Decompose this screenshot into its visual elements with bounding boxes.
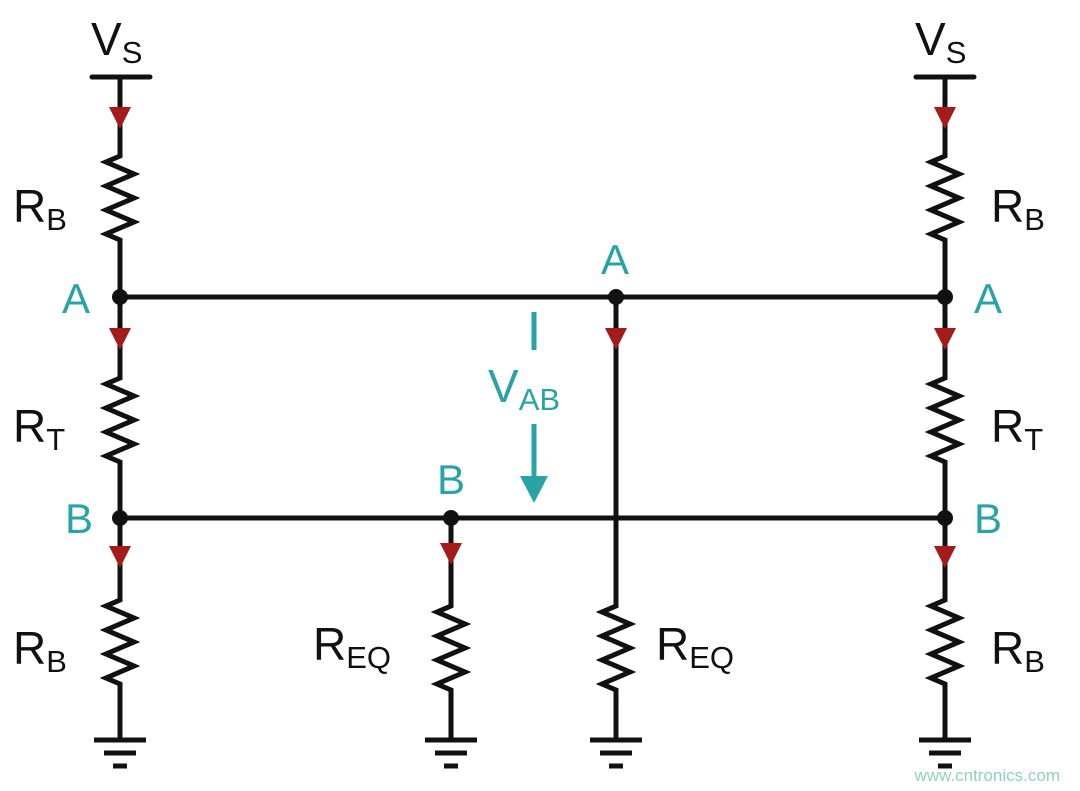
ground-mid-right-icon	[590, 740, 642, 766]
current-arrow-icon	[109, 328, 131, 350]
junction-dot	[937, 510, 953, 526]
rb-left-bottom-label: RB	[13, 622, 67, 679]
left-branch	[89, 74, 153, 766]
watermark: www.cntronics.com	[914, 766, 1060, 785]
req-b-branch	[425, 515, 477, 766]
rb-right-top-resistor	[931, 148, 959, 248]
rt-right-resistor	[931, 370, 959, 470]
rb-right-bottom-label: RB	[991, 622, 1045, 679]
vab-indicator	[520, 312, 548, 503]
node-a-mid-label: A	[601, 236, 629, 283]
rb-left-top-label: RB	[13, 180, 67, 237]
node-a-right-label: A	[974, 275, 1002, 322]
rb-right-top-label: RB	[991, 180, 1045, 237]
junction-dot	[608, 289, 624, 305]
junction-dot	[937, 289, 953, 305]
node-b-mid-label: B	[437, 456, 465, 503]
current-arrow-icon	[109, 107, 131, 129]
ground-left-icon	[94, 740, 146, 766]
rb-right-bottom-resistor	[931, 592, 959, 692]
vs-right-label: VS	[915, 13, 966, 70]
vab-arrow-head-icon	[520, 476, 548, 503]
req-left-resistor	[437, 598, 465, 698]
req-right-resistor	[602, 598, 630, 698]
rt-left-resistor	[106, 370, 134, 470]
rb-left-top-resistor	[106, 148, 134, 248]
req-left-label: REQ	[313, 618, 391, 675]
req-a-branch	[590, 294, 642, 766]
node-a-left-label: A	[62, 275, 90, 322]
node-b-right-label: B	[974, 495, 1002, 542]
current-arrow-icon	[934, 107, 956, 129]
junction-dot	[443, 510, 459, 526]
current-arrow-icon	[934, 328, 956, 350]
current-arrow-icon	[440, 543, 462, 565]
rt-left-label: RT	[13, 400, 65, 457]
ground-mid-left-icon	[425, 740, 477, 766]
current-arrow-icon	[934, 546, 956, 568]
rt-right-label: RT	[991, 400, 1043, 457]
vs-left-label: VS	[91, 13, 142, 70]
junction-dot	[112, 510, 128, 526]
current-arrow-icon	[109, 546, 131, 568]
current-arrow-icon	[605, 328, 627, 350]
ground-right-icon	[919, 740, 971, 766]
req-right-label: REQ	[656, 618, 734, 675]
rb-left-bottom-resistor	[106, 592, 134, 692]
node-b-left-label: B	[65, 495, 93, 542]
vab-label: VAB	[488, 360, 560, 417]
junction-dot	[112, 289, 128, 305]
right-branch	[913, 74, 977, 766]
